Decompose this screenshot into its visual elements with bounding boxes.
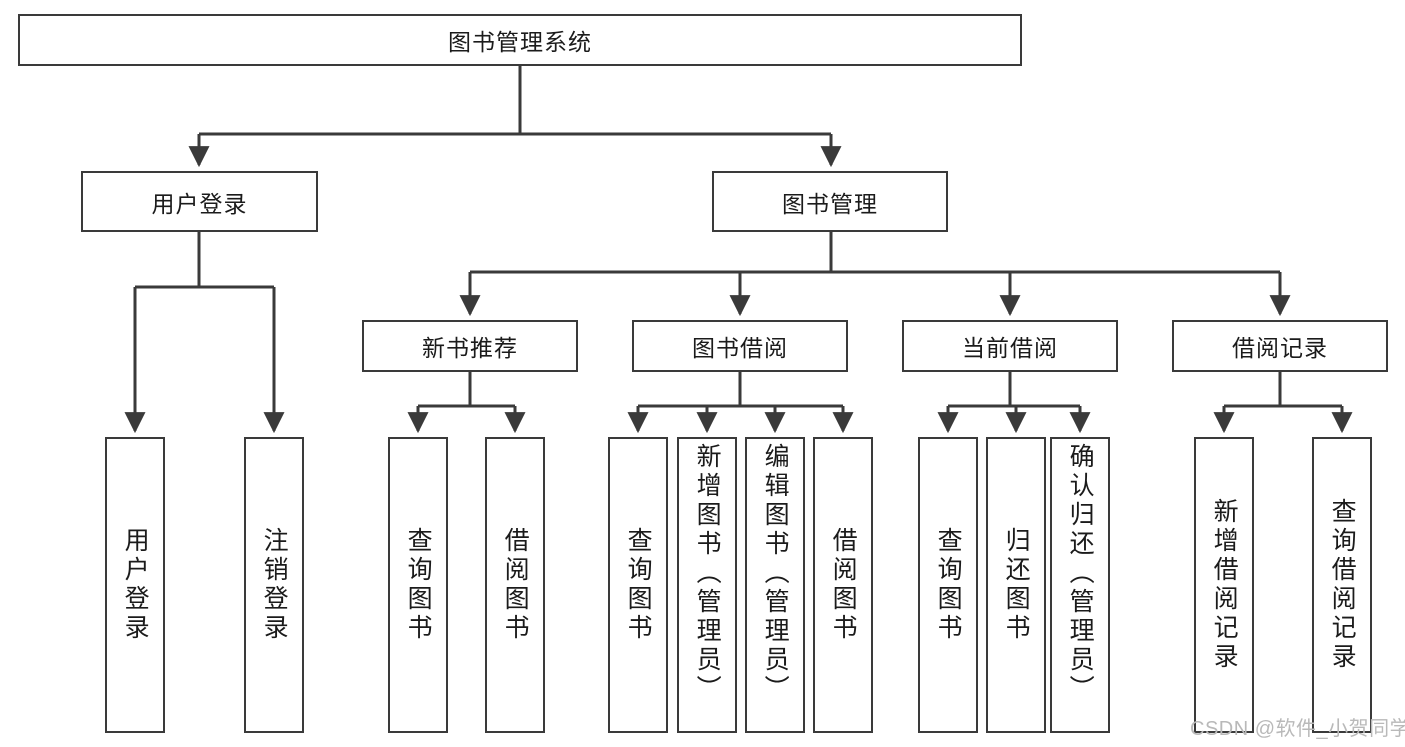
node-label: 借阅图书 <box>501 527 530 643</box>
node-leaf-borrow-book-1[interactable]: 借阅图书 <box>485 437 545 733</box>
node-label: 查询借阅记录 <box>1328 498 1357 672</box>
node-leaf-add-record[interactable]: 新增借阅记录 <box>1194 437 1254 733</box>
node-label: 图书借阅 <box>692 335 788 361</box>
node-leaf-user-login[interactable]: 用户登录 <box>105 437 165 733</box>
node-label: 用户登录 <box>121 527 150 643</box>
node-leaf-query-book-1[interactable]: 查询图书 <box>388 437 448 733</box>
node-label: 新书推荐 <box>422 335 518 361</box>
node-label: 图书管理 <box>782 190 878 217</box>
node-book-borrow[interactable]: 图书借阅 <box>632 320 848 372</box>
node-label: 借阅记录 <box>1232 335 1328 361</box>
node-leaf-query-record[interactable]: 查询借阅记录 <box>1312 437 1372 733</box>
node-label: 新增借阅记录 <box>1210 498 1239 672</box>
node-leaf-query-book-3[interactable]: 查询图书 <box>918 437 978 733</box>
node-leaf-user-logout[interactable]: 注销登录 <box>244 437 304 733</box>
node-label: 图书管理系统 <box>448 29 592 55</box>
node-label: 确认归还（管理员） <box>1066 443 1095 704</box>
node-leaf-confirm-return[interactable]: 确认归还（管理员） <box>1050 437 1110 733</box>
node-leaf-borrow-book-2[interactable]: 借阅图书 <box>813 437 873 733</box>
node-book-manage[interactable]: 图书管理 <box>712 171 948 232</box>
node-new-book-rec[interactable]: 新书推荐 <box>362 320 578 372</box>
node-borrow-record[interactable]: 借阅记录 <box>1172 320 1388 372</box>
node-label: 查询图书 <box>624 527 653 643</box>
node-current-borrow[interactable]: 当前借阅 <box>902 320 1118 372</box>
node-root[interactable]: 图书管理系统 <box>18 14 1022 66</box>
node-leaf-return-book[interactable]: 归还图书 <box>986 437 1046 733</box>
node-label: 用户登录 <box>151 190 248 217</box>
node-label: 注销登录 <box>260 527 289 643</box>
node-label: 借阅图书 <box>829 527 858 643</box>
node-label: 新增图书（管理员） <box>693 443 722 704</box>
watermark: CSDN @软件_小贺同学 <box>1190 718 1405 740</box>
node-user-login[interactable]: 用户登录 <box>81 171 318 232</box>
node-label: 查询图书 <box>404 527 433 643</box>
node-leaf-query-book-2[interactable]: 查询图书 <box>608 437 668 733</box>
node-label: 查询图书 <box>934 527 963 643</box>
node-leaf-edit-book[interactable]: 编辑图书（管理员） <box>745 437 805 733</box>
node-label: 编辑图书（管理员） <box>761 443 790 704</box>
node-label: 归还图书 <box>1002 527 1031 643</box>
node-label: 当前借阅 <box>962 335 1058 361</box>
node-leaf-add-book[interactable]: 新增图书（管理员） <box>677 437 737 733</box>
